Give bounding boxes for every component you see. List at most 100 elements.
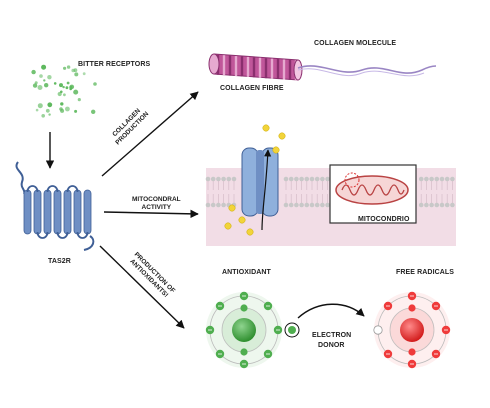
receptor-dot [71,68,75,73]
lipid-head [309,202,315,208]
free-radicals-label: FREE RADICALS [396,269,455,276]
collagen-fibre-label: COLLAGEN FIBRE [220,85,284,92]
electron [240,304,248,312]
mitochondrion-panel [329,164,417,224]
lipid-head [304,202,310,208]
receptor-dot [73,89,79,95]
receptor-dot [35,108,39,112]
lipid-head [450,176,455,182]
electron-donor-label-2: DONOR [318,342,345,349]
mitocondrio-label: MITOCONDRIO [358,216,410,223]
calcium-ion [224,222,232,230]
lipid-head [221,176,226,182]
lipid-head [299,176,304,182]
calcium-ion [262,124,270,132]
receptor-dot [43,79,46,82]
receptor-dot [65,86,69,90]
lipid-head [429,176,434,182]
lipid-head [325,176,330,182]
receptor-dot [93,82,97,86]
electron [408,304,416,312]
receptor-loop [26,185,39,193]
lipid-head [226,176,232,182]
receptor-dot [91,109,96,115]
receptor-dot [39,74,43,78]
receptor-dot [47,102,53,108]
lipid-head [288,202,294,208]
lipid-head [299,202,304,208]
tas2r-receptor-icon [15,161,95,251]
lipid-head [424,202,429,208]
lipid-head [450,202,455,208]
lipid-head [314,202,320,208]
lipid-head [216,202,221,208]
receptor-loop [46,185,59,193]
ion-channel-icon [241,147,279,231]
receptor-dot [74,109,78,113]
receptor-helix [53,189,62,235]
donated-electron [288,326,296,334]
arrow-antioxidants-production [99,245,185,329]
lipid-head [210,176,216,182]
tas2r-label: TAS2R [48,258,71,265]
receptor-dot [66,81,70,85]
receptor-dot [63,93,66,97]
receptor-dot [62,85,65,89]
atom-nucleus [400,318,424,342]
calcium-ion [278,132,286,140]
receptor-dot [47,75,52,80]
antioxidant-atom-icon [205,291,300,369]
receptor-dot [37,103,43,109]
mitochondrial-activity-label: MITOCONDRAL ACTIVITY [132,196,181,212]
mitochondrial-activity-line1: MITOCONDRAL [132,196,181,203]
electron [240,348,248,356]
receptor-dot [65,106,70,112]
calcium-ion [238,216,246,224]
receptor-dot [60,108,65,113]
lipid-head [309,176,315,182]
collagen-fibre-icon [208,53,437,81]
lipid-head [320,176,325,182]
receptor-dot [66,65,71,69]
receptor-dot [32,83,38,88]
lipid-head [429,202,434,208]
receptor-dot [44,83,49,88]
lipid-head [424,176,429,182]
lipid-head [418,202,424,208]
lipid-head [434,176,440,182]
lipid-head [444,202,450,208]
lipid-head [444,176,450,182]
receptor-dot [59,83,63,88]
calcium-ion [246,228,254,236]
receptor-loop [36,231,49,239]
mitochondrial-activity-line2: ACTIVITY [141,204,172,211]
receptor-dot [74,72,79,77]
receptor-dot [31,69,36,75]
receptor-helix [43,189,52,235]
receptor-dot [45,108,50,113]
electron [408,348,416,356]
atom-nucleus [232,318,256,342]
receptor-dot [57,91,62,97]
receptor-dot [48,113,51,116]
arrow-electron-donor [297,303,365,319]
mitochondrion-icon [335,172,409,205]
receptor-dot [77,98,81,102]
free-radical-atom-icon [373,291,451,369]
donated-electron-ring [284,322,300,338]
receptor-dot [69,87,72,91]
lipid-head [320,202,325,208]
receptor-helix [83,189,92,235]
fibre-end [208,53,220,75]
lipid-head [205,202,211,208]
calcium-ion [272,146,280,154]
bitter-receptor-dots [31,64,97,118]
receptor-dot [63,66,67,70]
arrow-collagen-production [101,91,199,177]
bitter-receptors-label: BITTER RECEPTORS [78,61,151,68]
receptor-dot [37,85,43,90]
lipid-head [434,202,440,208]
lipid-head [283,202,289,208]
receptor-dot [53,82,57,85]
lipid-head [418,176,424,182]
